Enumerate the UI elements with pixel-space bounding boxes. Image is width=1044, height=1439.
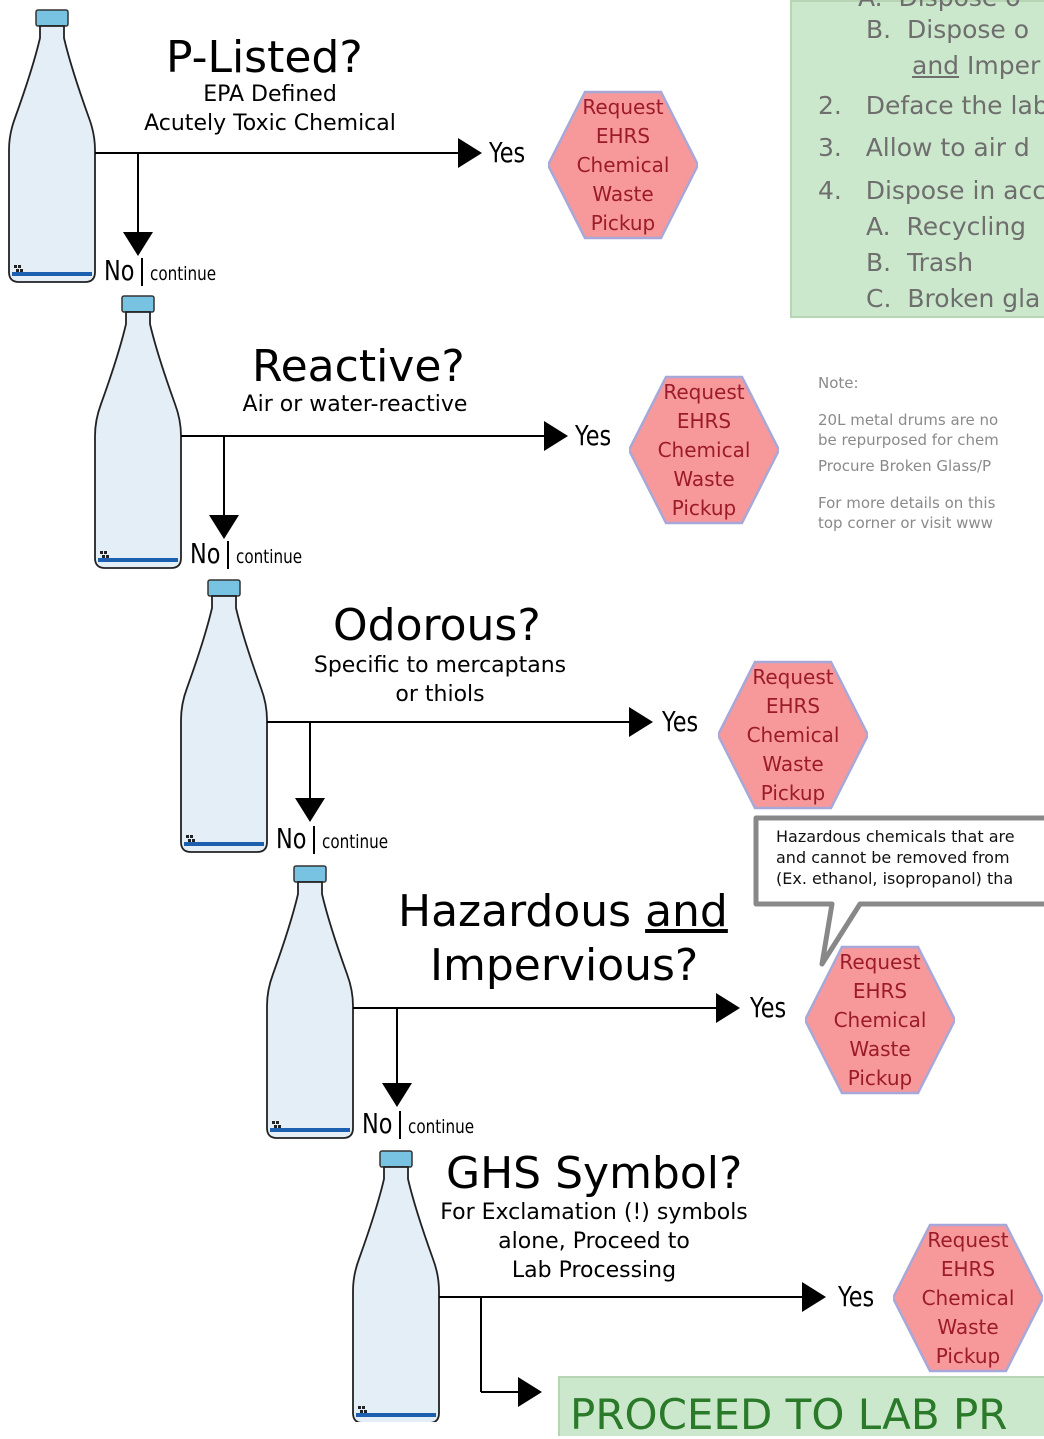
note-heading: Note: xyxy=(818,374,859,392)
instructions-box xyxy=(790,0,1044,318)
note-line: Procure Broken Glass/P xyxy=(818,457,992,475)
proceed-label: PROCEED TO LAB PR xyxy=(570,1390,1008,1439)
note-line: For more details on this xyxy=(818,494,996,512)
no-label: No xyxy=(276,822,307,855)
step-item: 2. Deface the lab xyxy=(818,91,1044,120)
no-label: No xyxy=(104,254,135,287)
yes-label: Yes xyxy=(662,705,699,738)
yes-label: Yes xyxy=(750,991,787,1024)
yes-label: Yes xyxy=(489,136,526,169)
question-title-ghs: GHS Symbol? xyxy=(446,1148,743,1199)
step-item: and Imper xyxy=(912,51,1041,80)
yes-label: Yes xyxy=(838,1280,875,1313)
continue-label: continue xyxy=(150,263,217,285)
speech-bubble-text: Hazardous chemicals that are and cannot … xyxy=(776,827,1015,888)
step-item: 4. Dispose in acc xyxy=(818,176,1044,205)
request-pickup-hexagon: Request EHRS Chemical Waste Pickup xyxy=(548,90,698,240)
request-pickup-hexagon: Request EHRS Chemical Waste Pickup xyxy=(718,660,868,810)
request-pickup-hexagon: Request EHRS Chemical Waste Pickup xyxy=(893,1223,1043,1373)
question-title-odorous: Odorous? xyxy=(333,600,541,651)
no-label: No xyxy=(362,1107,393,1140)
step-item: B. Dispose o xyxy=(866,15,1030,44)
continue-label: continue xyxy=(408,1116,475,1138)
continue-label: continue xyxy=(236,546,303,568)
no-divider xyxy=(141,258,143,286)
proceed-to-lab-banner: PROCEED TO LAB PR xyxy=(558,1376,1044,1439)
question-title-impervious: Impervious? xyxy=(430,940,699,991)
step-item: A. Dispose o xyxy=(858,0,1021,16)
bottle-4 xyxy=(265,864,355,1140)
question-subtitle: Specific to mercaptans or thiols xyxy=(313,653,567,707)
bottle-5 xyxy=(351,1149,441,1422)
bottle-3 xyxy=(179,578,269,854)
step-item: 3. Allow to air d xyxy=(818,133,1030,162)
note-line: be repurposed for chem xyxy=(818,431,999,449)
note-line: 20L metal drums are no xyxy=(818,411,999,429)
no-divider xyxy=(227,541,229,569)
no-divider xyxy=(313,826,315,854)
no-label: No xyxy=(190,537,221,570)
step-item: A. Recycling xyxy=(866,212,1027,241)
yes-label: Yes xyxy=(575,419,612,452)
bottle-1 xyxy=(7,8,97,284)
question-subtitle: Air or water-reactive xyxy=(242,392,468,417)
question-title-p-listed: P-Listed? xyxy=(166,32,363,83)
question-subtitle: For Exclamation (!) symbols alone, Proce… xyxy=(440,1200,748,1283)
speech-bubble xyxy=(753,815,1044,967)
no-divider xyxy=(399,1111,401,1139)
continue-label: continue xyxy=(322,831,389,853)
question-subtitle: EPA Defined Acutely Toxic Chemical xyxy=(144,82,396,136)
step-item: B. Trash xyxy=(866,248,974,277)
bottle-2 xyxy=(93,294,183,570)
step-item: C. Broken gla xyxy=(866,284,1041,313)
note-line: top corner or visit www xyxy=(818,514,993,532)
request-pickup-hexagon: Request EHRS Chemical Waste Pickup xyxy=(629,375,779,525)
request-pickup-hexagon: Request EHRS Chemical Waste Pickup xyxy=(805,945,955,1095)
question-title-reactive: Reactive? xyxy=(252,341,465,392)
question-title-hazardous: Hazardous and xyxy=(398,886,728,937)
